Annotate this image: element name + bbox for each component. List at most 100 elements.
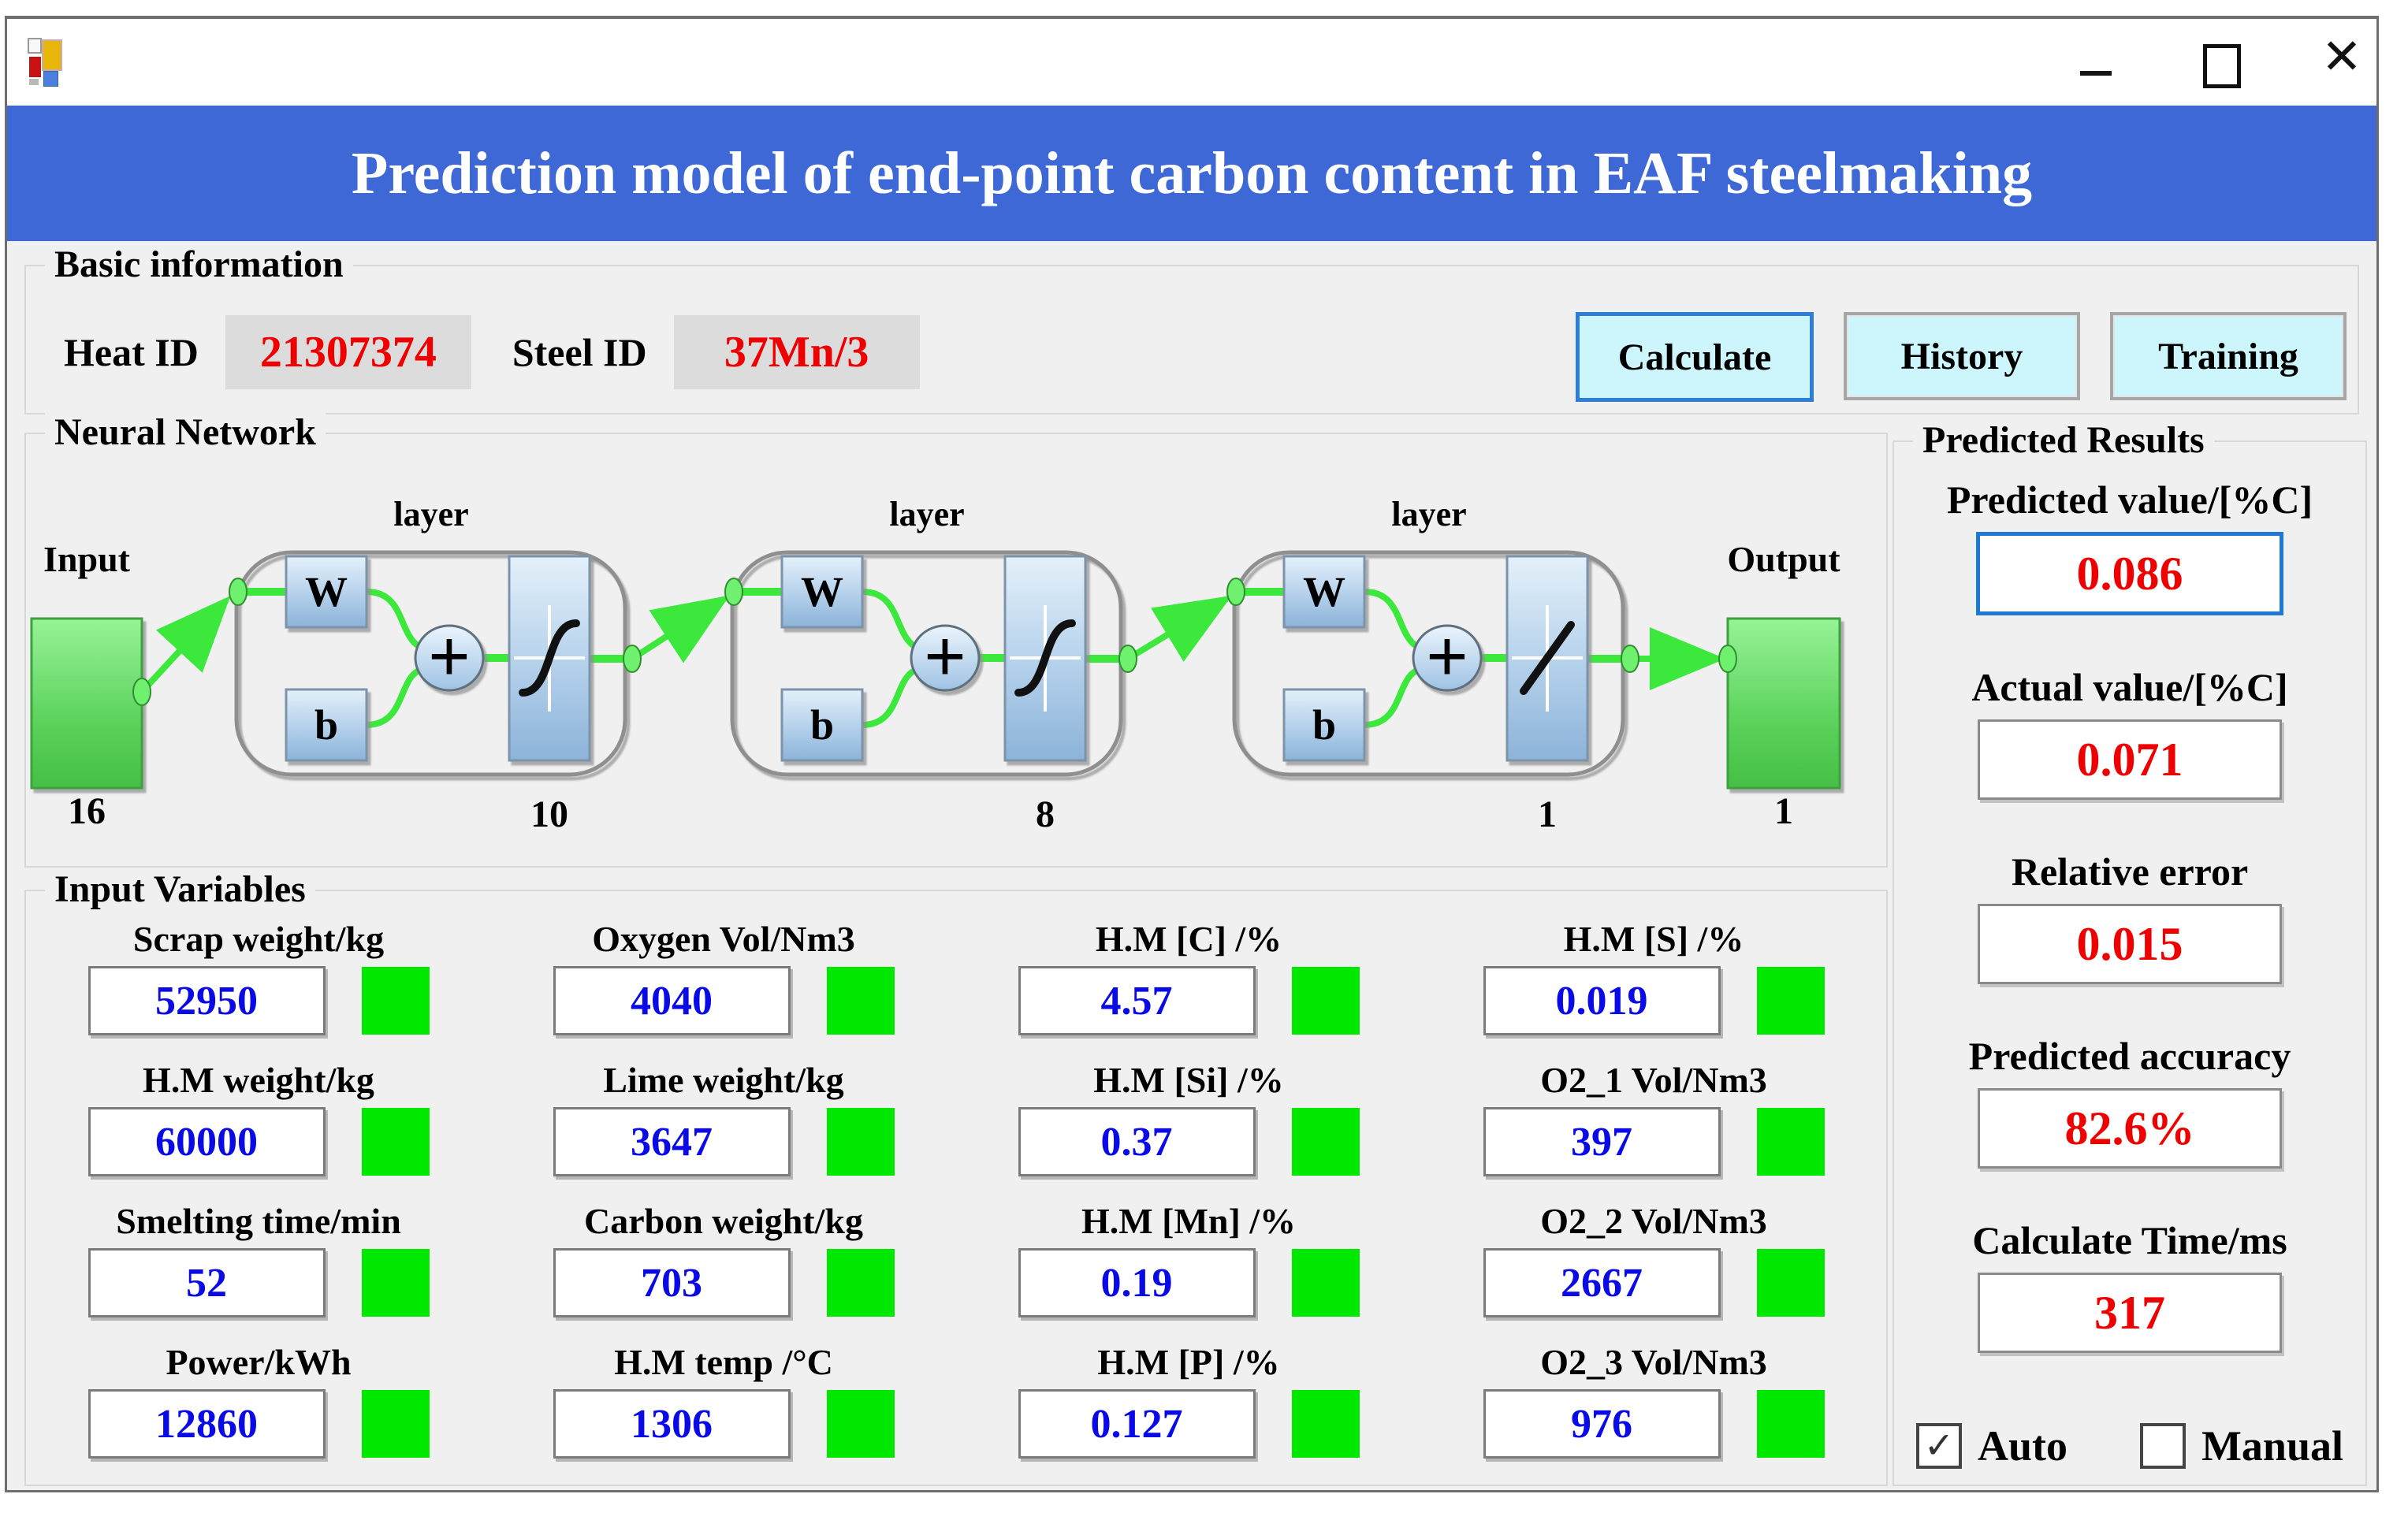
- hm-si-input[interactable]: 0.37: [1018, 1107, 1256, 1176]
- minimize-icon[interactable]: [2080, 71, 2112, 76]
- app-icon-part: [28, 38, 42, 54]
- hm-c-input[interactable]: 4.57: [1018, 966, 1256, 1035]
- calculate-time-label: Calculate Time/ms: [1972, 1218, 2287, 1262]
- predicted-value-label: Predicted value/[%C]: [1946, 478, 2313, 522]
- field-value: 976: [1571, 1401, 1632, 1447]
- nn-bias-label: b: [314, 701, 338, 749]
- field-value: 52950: [155, 978, 258, 1024]
- input-column-4: H.M [S] /% 0.019 O2_1 Vol/Nm3 397 O2_2 V…: [1421, 918, 1886, 1459]
- button-row: Calculate History Training: [1576, 312, 2347, 402]
- nn-plus-icon: +: [924, 615, 966, 698]
- smelting-time-input[interactable]: 52: [87, 1248, 326, 1317]
- field-label: O2_1 Vol/Nm3: [1540, 1060, 1767, 1100]
- field-value: 4040: [631, 978, 713, 1024]
- nn-layer-size: 1: [1538, 793, 1557, 835]
- auto-checkbox[interactable]: ✓: [1916, 1423, 1962, 1469]
- page-title: Prediction model of end-point carbon con…: [351, 140, 2033, 206]
- predicted-accuracy-box[interactable]: 82.6%: [1978, 1088, 2282, 1169]
- field-label: O2_2 Vol/Nm3: [1540, 1201, 1767, 1241]
- field-hm-s: H.M [S] /% 0.019: [1483, 918, 1825, 1035]
- field-smelting-time: Smelting time/min 52: [87, 1200, 430, 1317]
- field-hm-mn: H.M [Mn] /% 0.19: [1018, 1200, 1360, 1317]
- nn-input-label: Input: [43, 539, 131, 579]
- nn-layer-label: layer: [1391, 495, 1466, 533]
- app-icon-part: [43, 71, 58, 87]
- field-value: 0.37: [1100, 1119, 1173, 1165]
- o2-1-input[interactable]: 397: [1483, 1107, 1721, 1176]
- nn-layer-label: layer: [889, 495, 964, 533]
- predicted-results-list: Predicted value/[%C] 0.086 Actual value/…: [1894, 442, 2365, 1402]
- input-column-1: Scrap weight/kg 52950 H.M weight/kg 6000…: [26, 918, 491, 1459]
- status-indicator: [1756, 1249, 1825, 1317]
- basic-information-title: Basic information: [45, 243, 353, 286]
- o2-2-input[interactable]: 2667: [1483, 1248, 1721, 1317]
- actual-value-box[interactable]: 0.071: [1978, 719, 2282, 800]
- lime-weight-input[interactable]: 3647: [553, 1107, 791, 1176]
- app-icon: [28, 38, 67, 87]
- app-icon-part: [42, 39, 62, 71]
- status-indicator: [1756, 967, 1825, 1035]
- training-button[interactable]: Training: [2110, 312, 2347, 400]
- field-carbon-weight: Carbon weight/kg 703: [553, 1200, 895, 1317]
- field-label: H.M [P] /%: [1097, 1342, 1280, 1382]
- field-value: 3647: [631, 1119, 713, 1165]
- manual-checkbox-item[interactable]: Manual: [2139, 1422, 2343, 1470]
- scrap-weight-input[interactable]: 52950: [87, 966, 326, 1035]
- history-button[interactable]: History: [1844, 312, 2080, 400]
- basic-information-group: Basic information Heat ID 21307374 Steel…: [24, 243, 2359, 414]
- close-icon[interactable]: ✕: [2321, 31, 2362, 84]
- calculate-time-box[interactable]: 317: [1978, 1273, 2282, 1353]
- status-indicator: [1756, 1108, 1825, 1176]
- field-label: H.M [Mn] /%: [1081, 1201, 1297, 1241]
- status-indicator: [361, 1108, 430, 1176]
- field-value: 397: [1571, 1119, 1632, 1165]
- power-input[interactable]: 12860: [87, 1389, 326, 1459]
- hm-s-input[interactable]: 0.019: [1483, 966, 1721, 1035]
- field-hm-si: H.M [Si] /% 0.37: [1018, 1059, 1360, 1176]
- nn-output-size: 1: [1774, 790, 1793, 832]
- input-variables-title: Input Variables: [45, 868, 315, 911]
- nn-bias-label: b: [1312, 701, 1336, 749]
- auto-checkbox-item[interactable]: ✓ Auto: [1916, 1422, 2067, 1470]
- status-indicator: [361, 967, 430, 1035]
- nn-weight-label: W: [305, 568, 348, 615]
- manual-checkbox[interactable]: [2139, 1423, 2186, 1469]
- nn-plus-icon: +: [428, 615, 471, 698]
- predicted-value-box[interactable]: 0.086: [1976, 532, 2283, 615]
- manual-label: Manual: [2201, 1422, 2343, 1470]
- field-scrap-weight: Scrap weight/kg 52950: [87, 918, 430, 1035]
- app-icon-part: [29, 79, 39, 85]
- carbon-weight-input[interactable]: 703: [553, 1248, 791, 1317]
- field-value: 0.19: [1100, 1260, 1173, 1306]
- status-indicator: [826, 1390, 895, 1458]
- hm-mn-input[interactable]: 0.19: [1018, 1248, 1256, 1317]
- neural-network-title: Neural Network: [45, 411, 326, 454]
- field-hm-p: H.M [P] /% 0.127: [1018, 1341, 1360, 1459]
- status-indicator: [1756, 1390, 1825, 1458]
- status-indicator: [826, 1249, 895, 1317]
- hm-temp-input[interactable]: 1306: [553, 1389, 791, 1459]
- relative-error-box[interactable]: 0.015: [1978, 904, 2282, 984]
- calculate-time-value: 317: [2094, 1286, 2165, 1339]
- field-label: H.M [S] /%: [1563, 919, 1744, 959]
- oxygen-vol-input[interactable]: 4040: [553, 966, 791, 1035]
- main-window: ✕ Prediction model of end-point carbon c…: [5, 16, 2379, 1492]
- steel-id-text: 37Mn/3: [724, 328, 869, 377]
- neural-network-group: Neural Network: [24, 411, 1888, 868]
- status-indicator: [1291, 1390, 1360, 1458]
- calculate-button[interactable]: Calculate: [1576, 312, 1814, 402]
- status-indicator: [826, 967, 895, 1035]
- nn-output-label: Output: [1727, 539, 1840, 579]
- status-indicator: [361, 1390, 430, 1458]
- steel-id-value: 37Mn/3: [673, 315, 920, 389]
- maximize-icon[interactable]: [2203, 44, 2241, 88]
- hm-p-input[interactable]: 0.127: [1018, 1389, 1256, 1459]
- field-o2-1: O2_1 Vol/Nm3 397: [1483, 1059, 1825, 1176]
- nn-layer-size: 8: [1036, 793, 1055, 835]
- hm-weight-input[interactable]: 60000: [87, 1107, 326, 1176]
- field-value: 52: [186, 1260, 227, 1306]
- heat-id-value: 21307374: [225, 315, 471, 389]
- o2-3-input[interactable]: 976: [1483, 1389, 1721, 1459]
- steel-id-label: Steel ID: [512, 330, 647, 374]
- field-hm-temp: H.M temp /°C 1306: [553, 1341, 895, 1459]
